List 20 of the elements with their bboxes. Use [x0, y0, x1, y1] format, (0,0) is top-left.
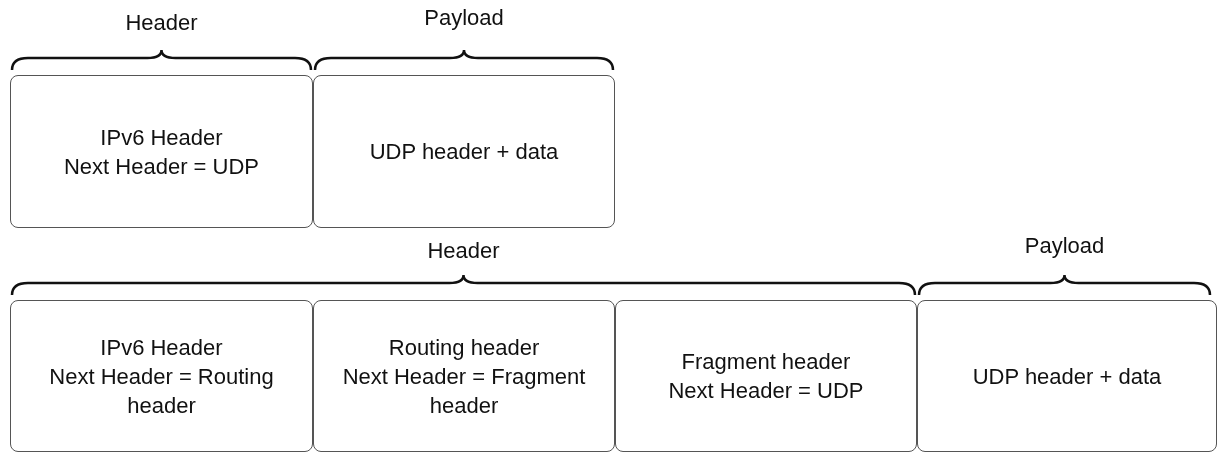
header-box — [10, 75, 313, 228]
box-text: UDP header + data — [369, 138, 559, 166]
box-text: IPv6 Header — [100, 123, 223, 152]
bracket-label: Header — [427, 238, 500, 264]
header-box — [313, 75, 615, 228]
box-text: Next Header = Fragment header — [341, 362, 587, 420]
bracket-label: Header — [125, 10, 198, 36]
box-text: IPv6 Header — [100, 333, 223, 362]
bracket-label: Payload — [1024, 233, 1105, 259]
box-text: Next Header = UDP — [668, 377, 864, 405]
box-text: Next Header = Routing header — [48, 362, 275, 420]
header-box — [917, 300, 1217, 452]
header-box — [615, 300, 917, 452]
box-text: UDP header + data — [972, 362, 1162, 391]
box-text: Routing header — [388, 333, 540, 362]
header-box — [10, 300, 313, 452]
header-box — [313, 300, 615, 452]
box-text: Next Header = UDP — [64, 152, 259, 181]
bracket-label: Payload — [424, 5, 504, 31]
box-text: Fragment header — [681, 348, 851, 376]
